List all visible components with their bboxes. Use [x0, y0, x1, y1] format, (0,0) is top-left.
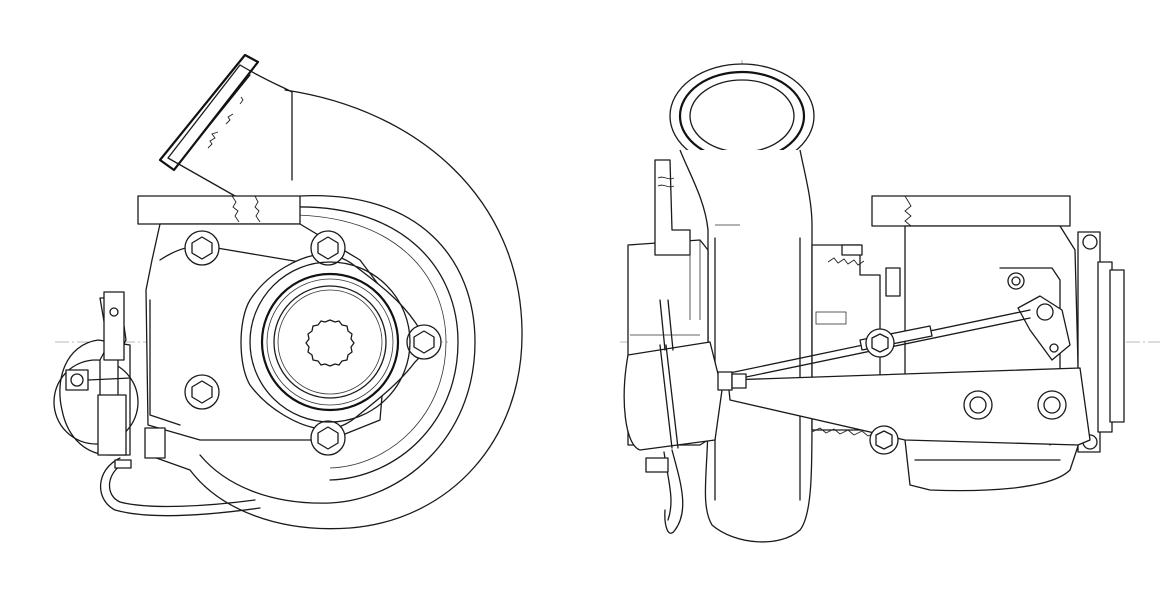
compressor-volute-inner-3: [289, 214, 447, 469]
actuator-canister-side: [623, 341, 723, 451]
turbine-side-flange: [871, 195, 1071, 227]
actuator-diaphragm: [53, 359, 139, 445]
turbine-inlet-flange: [137, 195, 301, 225]
arm-pivot-bolt: [1036, 303, 1054, 321]
actuator-mounting-bracket: [727, 367, 1091, 446]
arm-pin: [1049, 343, 1059, 353]
left-guide-lines: [630, 224, 740, 336]
bore-ring-2: [260, 272, 400, 412]
vacuum-hose-side: [659, 299, 674, 351]
side-stud: [885, 267, 901, 297]
compressor-volute-inner-2: [294, 206, 459, 481]
actuator-nut-side: [717, 371, 747, 391]
bore-ring-5: [277, 289, 383, 395]
flange-break-line: [231, 195, 261, 223]
left-bracket-break: [657, 176, 675, 188]
compressor-volute-outer: [147, 89, 523, 530]
small-bolt-right-top: [1007, 272, 1025, 290]
outlet-bolt-top: [1082, 234, 1098, 250]
bracket-bolt-right: [1037, 390, 1067, 420]
turbine-outlet-flange-3: [1109, 269, 1125, 423]
splined-shaft: [305, 319, 355, 367]
outlet-flange: [158, 53, 260, 172]
wastegate-arm: [1017, 295, 1071, 361]
turbine-flange-break: [904, 195, 912, 227]
hose-loop-outer: [99, 457, 261, 517]
hose-clip: [114, 459, 132, 469]
lower-fitting: [144, 427, 166, 459]
bore-ring-4: [273, 285, 387, 399]
center-section-break: [827, 257, 865, 266]
compressor-housing-side: [679, 149, 813, 543]
front-view-turbocharger: [53, 53, 523, 530]
oil-port-slot: [815, 311, 847, 325]
compressor-volute-inner-1: [199, 195, 476, 504]
bracket-bolt-left: [963, 390, 993, 420]
bolt-right: [406, 324, 442, 360]
actuator-rod-front: [87, 377, 131, 381]
bolt-upper-left: [184, 230, 220, 266]
side-view-turbocharger: [620, 60, 1160, 543]
hose-loop-inner: [108, 465, 256, 508]
lever-pivot: [109, 307, 119, 317]
left-upper-bracket: [654, 159, 691, 256]
mount-nut-lower: [869, 425, 899, 455]
top-fitting: [841, 244, 863, 256]
bracket-clamp: [97, 394, 127, 456]
bolt-upper-center: [310, 230, 346, 266]
canister-seam: [659, 344, 679, 449]
actuator-nut-front: [65, 369, 89, 391]
bolt-lower-center: [310, 420, 346, 456]
bore-ring-3: [266, 278, 394, 406]
bolt-lower-left: [184, 374, 220, 410]
hose-clamp-side: [645, 457, 669, 473]
mount-nut-upper: [865, 328, 895, 358]
wastegate-lever: [103, 291, 125, 361]
outlet-break-line: [207, 96, 244, 149]
bore-ring-outer: [249, 261, 411, 423]
compressor-outlet-duct: [167, 64, 293, 197]
